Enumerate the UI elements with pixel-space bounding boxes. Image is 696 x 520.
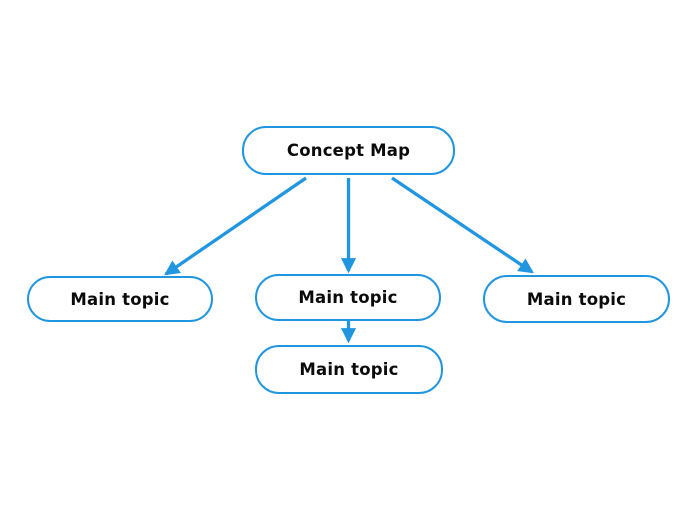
node-label: Main topic <box>299 360 399 379</box>
node-main-topic-center[interactable]: Main topic <box>255 274 441 321</box>
node-main-topic-right[interactable]: Main topic <box>483 275 670 323</box>
node-label: Main topic <box>298 288 398 307</box>
node-concept-map[interactable]: Concept Map <box>242 126 455 175</box>
node-label: Main topic <box>70 289 170 309</box>
node-main-topic-bottom[interactable]: Main topic <box>255 345 443 394</box>
edge-root-to-main-3 <box>391 176 534 274</box>
node-label: Concept Map <box>286 141 411 160</box>
node-main-topic-left[interactable]: Main topic <box>27 276 213 322</box>
node-label: Main topic <box>526 289 627 309</box>
edge-root-to-main-1 <box>164 176 307 276</box>
